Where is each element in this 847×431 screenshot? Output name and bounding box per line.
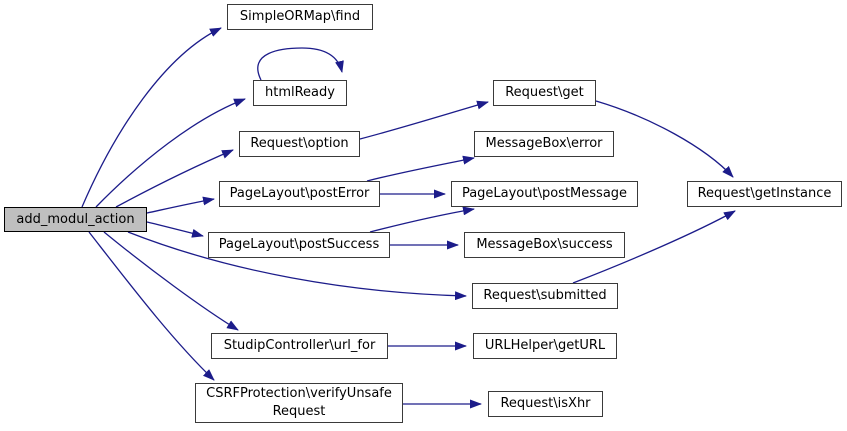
node-request-option[interactable]: Request\option	[239, 131, 360, 157]
node-studipcontroller-url-for[interactable]: StudipController\url_for	[211, 333, 388, 359]
node-request-get[interactable]: Request\get	[493, 80, 596, 106]
edge-add-modul-action-to-studipcontroller-url-for	[103, 231, 239, 331]
node-simpleormap-find[interactable]: SimpleORMap\find	[227, 4, 373, 30]
edge-add-modul-action-to-csrfprotection-verifyunsaferequest	[88, 231, 215, 381]
node-htmlready[interactable]: htmlReady	[253, 80, 347, 106]
node-request-getinstance[interactable]: Request\getInstance	[687, 181, 842, 207]
node-add-modul-action: add_modul_action	[4, 207, 147, 232]
edge-request-get-to-request-getinstance	[595, 100, 734, 178]
edge-add-modul-action-to-request-option	[115, 149, 234, 208]
node-pagelayout-posterror[interactable]: PageLayout\postError	[219, 181, 380, 207]
edge-add-modul-action-to-request-submitted	[127, 231, 467, 301]
edge-htmlready-self-loop	[257, 47, 344, 81]
node-request-submitted[interactable]: Request\submitted	[472, 283, 618, 309]
edge-request-option-to-request-get	[359, 100, 489, 140]
node-request-isxhr[interactable]: Request\isXhr	[488, 391, 603, 417]
edge-add-modul-action-to-pagelayout-posterror	[146, 196, 215, 214]
node-pagelayout-postmessage[interactable]: PageLayout\postMessage	[451, 181, 638, 207]
edge-pagelayout-postsuccess-to-pagelayout-postmessage	[369, 206, 475, 233]
node-pagelayout-postsuccess[interactable]: PageLayout\postSuccess	[208, 232, 390, 258]
node-messagebox-error[interactable]: MessageBox\error	[474, 131, 614, 157]
edge-pagelayout-posterror-to-messagebox-error	[366, 155, 475, 182]
node-label-line: Request	[272, 404, 326, 419]
node-csrfprotection-verifyunsaferequest[interactable]: CSRFProtection\verifyUnsafe Request	[195, 383, 403, 423]
edge-add-modul-action-to-htmlready	[95, 98, 246, 208]
node-urlhelper-geturl[interactable]: URLHelper\getURL	[473, 333, 617, 359]
edge-add-modul-action-to-simpleormap-find	[81, 27, 222, 208]
node-messagebox-success[interactable]: MessageBox\success	[464, 232, 625, 258]
edge-add-modul-action-to-pagelayout-postsuccess	[146, 221, 204, 238]
node-label-line: CSRFProtection\verifyUnsafe	[206, 386, 392, 402]
edge-request-submitted-to-request-getinstance	[572, 210, 736, 284]
